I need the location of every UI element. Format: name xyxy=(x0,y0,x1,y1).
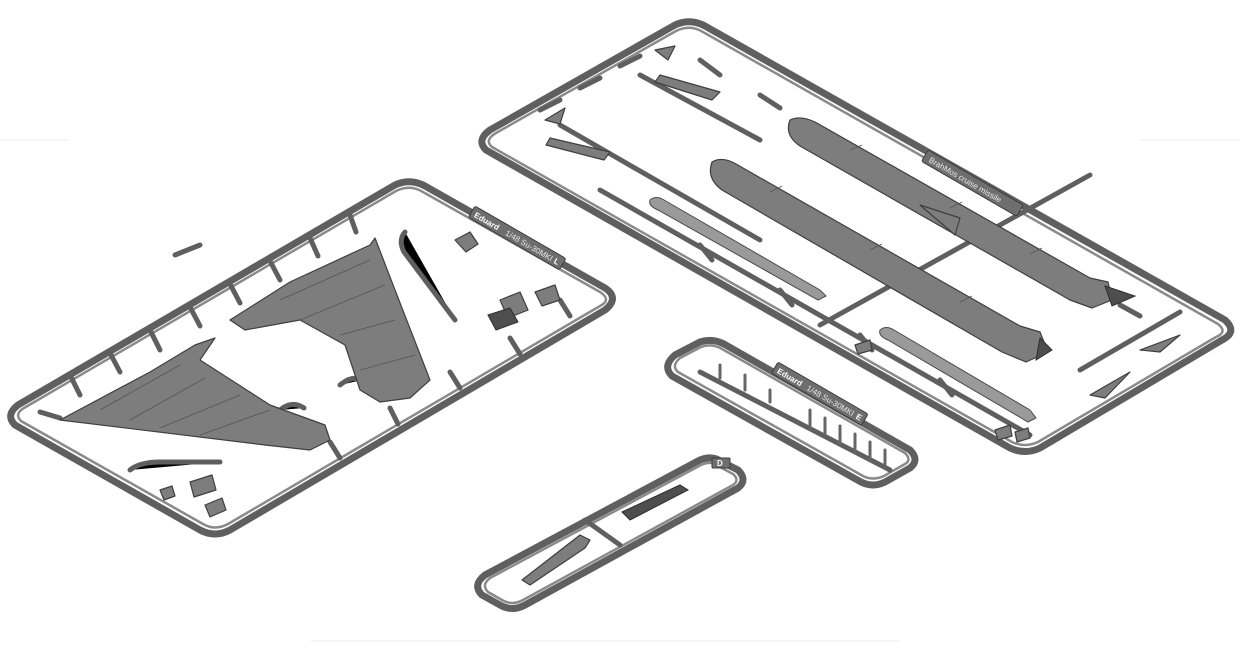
runner xyxy=(637,72,763,143)
sprue-tab: Eduard 1/48 Su-30MKI L xyxy=(468,206,566,270)
tab-letter: E xyxy=(854,412,864,423)
gate xyxy=(267,258,283,283)
sprue-frame xyxy=(478,18,1235,455)
gate xyxy=(507,335,523,357)
missile-fin xyxy=(1035,336,1053,362)
runner xyxy=(697,369,893,473)
small-part xyxy=(544,107,566,125)
gate xyxy=(37,409,63,421)
runner xyxy=(582,517,623,548)
small-part xyxy=(654,74,721,101)
gate xyxy=(577,75,603,91)
runner xyxy=(1077,309,1183,373)
gate xyxy=(387,405,401,427)
sprue-frame-edge xyxy=(483,461,738,605)
tab-plate xyxy=(921,150,1024,217)
small-parts-row xyxy=(718,363,887,466)
runner xyxy=(172,242,203,258)
small-part xyxy=(654,45,676,61)
tab-letter: D xyxy=(717,459,723,468)
tab-text: 1/48 Su-30MKI xyxy=(504,229,555,263)
runner xyxy=(127,459,223,473)
gate xyxy=(697,57,723,78)
small-part xyxy=(994,424,1013,441)
sprue-frame xyxy=(664,336,919,489)
gate xyxy=(107,350,123,375)
small-part xyxy=(159,485,176,501)
runner xyxy=(597,187,1033,438)
sprue-tab xyxy=(711,457,731,469)
small-part xyxy=(1014,427,1031,443)
sprue-frame-edge xyxy=(16,186,608,529)
panel-lines xyxy=(849,144,1043,255)
gate xyxy=(777,287,795,308)
gate xyxy=(757,92,783,111)
runner xyxy=(557,122,763,243)
gate xyxy=(617,53,643,69)
small-part xyxy=(454,231,479,253)
small-part xyxy=(545,137,611,161)
sprue-frame xyxy=(474,454,747,612)
small-part xyxy=(204,497,227,518)
panel-lines xyxy=(769,185,973,303)
sprue-frame-edge xyxy=(487,26,1224,447)
gate xyxy=(1117,302,1143,319)
sprue-left: Eduard 1/48 Su-30MKI L xyxy=(7,178,616,538)
fin-part xyxy=(621,484,690,521)
sprue-right: BrahMos cruise missile xyxy=(478,18,1235,455)
panel-lines xyxy=(99,364,271,436)
wing-part xyxy=(59,337,331,451)
tab-plate xyxy=(468,206,566,270)
gate xyxy=(557,297,573,319)
panel-lines xyxy=(279,259,416,371)
gate xyxy=(227,281,243,306)
fin-part xyxy=(521,534,591,586)
runner xyxy=(817,172,1093,328)
small-part xyxy=(854,339,873,355)
sprue-frame-edge xyxy=(673,344,910,480)
missile-body xyxy=(787,117,1113,309)
small-part xyxy=(1139,334,1181,353)
gate xyxy=(347,212,359,235)
gate xyxy=(147,327,163,353)
runner xyxy=(277,402,307,413)
tab-plate xyxy=(771,362,868,426)
missile-fin xyxy=(919,204,961,236)
gate xyxy=(187,304,203,329)
small-part xyxy=(1089,371,1131,399)
gate xyxy=(697,242,715,263)
gate xyxy=(327,439,343,461)
missile-small xyxy=(649,197,827,301)
missile-small xyxy=(879,327,1037,423)
runner xyxy=(398,229,458,323)
sprue-bottom: D xyxy=(474,454,747,612)
small-part xyxy=(189,474,217,498)
sprue-frame xyxy=(7,178,616,538)
small-part xyxy=(487,307,519,331)
small-part xyxy=(534,284,561,307)
gate xyxy=(307,235,321,259)
gate xyxy=(67,372,83,398)
gate xyxy=(447,369,463,391)
gate xyxy=(537,97,563,113)
tab-letter: L xyxy=(552,257,561,267)
gate xyxy=(937,377,955,398)
missile-fin xyxy=(1104,285,1137,307)
